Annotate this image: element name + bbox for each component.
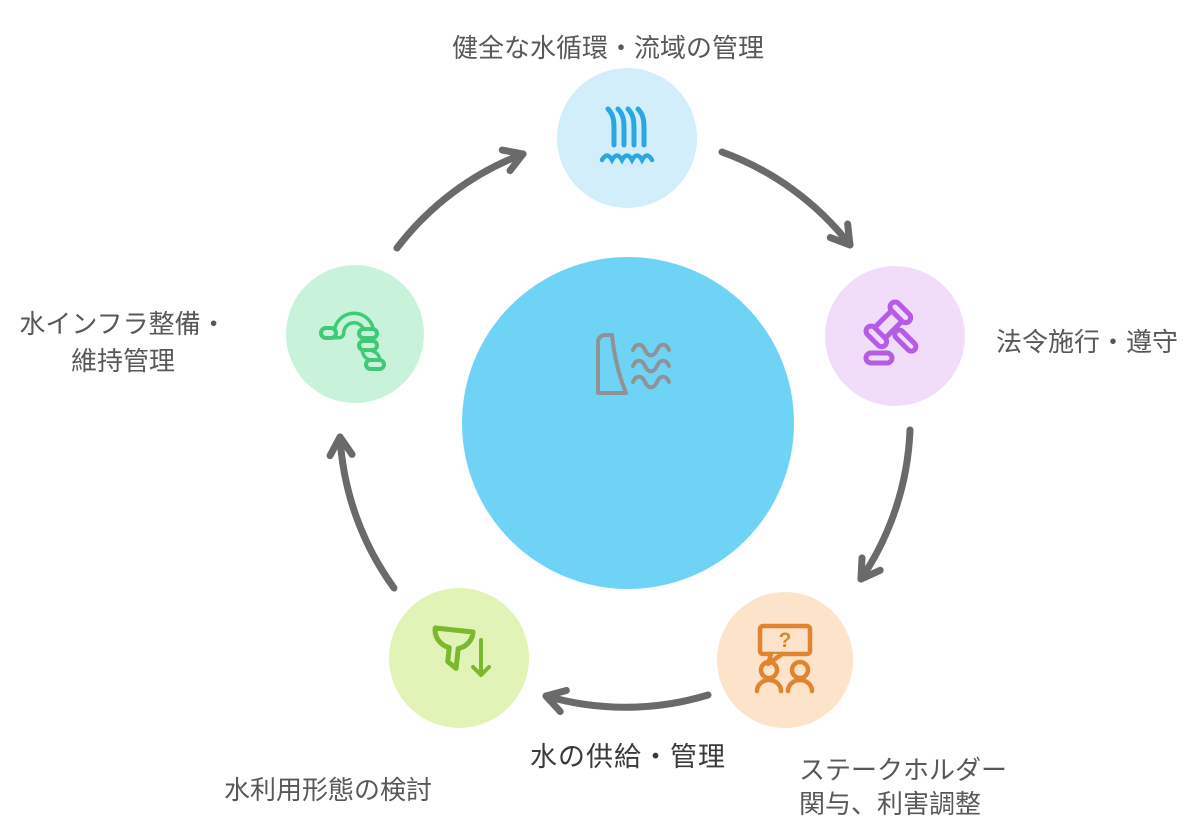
arrow-left-to-top-icon xyxy=(393,146,527,252)
arrow-bottomleft-to-left-icon xyxy=(326,433,398,592)
node-water-cycle xyxy=(557,68,697,208)
label-stakeholder: ステークホルダー 関与、利害調整 xyxy=(799,753,1007,821)
arrow-top-to-right-icon xyxy=(718,148,854,249)
waterfall-icon xyxy=(599,106,655,165)
water-pipe-icon xyxy=(319,311,386,371)
label-stakeholder-line2: 関与、利害調整 xyxy=(799,789,982,819)
label-law-compliance: 法令施行・遵守 xyxy=(996,327,1179,357)
question-mark-glyph: ? xyxy=(779,629,792,652)
arrow-right-to-bottomright-icon xyxy=(857,426,914,583)
stakeholder-discussion-icon: ? xyxy=(754,623,815,694)
label-stakeholder-line1: ステークホルダー xyxy=(799,755,1008,785)
node-law-compliance xyxy=(825,266,965,406)
gavel-icon xyxy=(863,299,919,366)
label-infrastructure: 水インフラ整備・ 維持管理 xyxy=(8,306,238,380)
label-infrastructure-line1: 水インフラ整備・ xyxy=(19,309,227,339)
funnel-filter-icon xyxy=(432,625,491,677)
center-node-label: 水の供給・管理 xyxy=(530,742,726,772)
node-stakeholder: ? xyxy=(717,592,853,728)
label-infrastructure-line2: 維持管理 xyxy=(70,346,175,376)
label-water-cycle: 健全な水循環・流域の管理 xyxy=(451,33,764,63)
label-water-use: 水利用形態の検討 xyxy=(224,775,433,805)
node-infrastructure xyxy=(286,265,424,403)
dam-and-water-icon xyxy=(596,333,671,395)
center-node-water-supply: 水の供給・管理 xyxy=(462,257,794,772)
arrow-bottomright-to-bottomleft-icon xyxy=(542,686,712,716)
node-water-use xyxy=(389,588,529,728)
